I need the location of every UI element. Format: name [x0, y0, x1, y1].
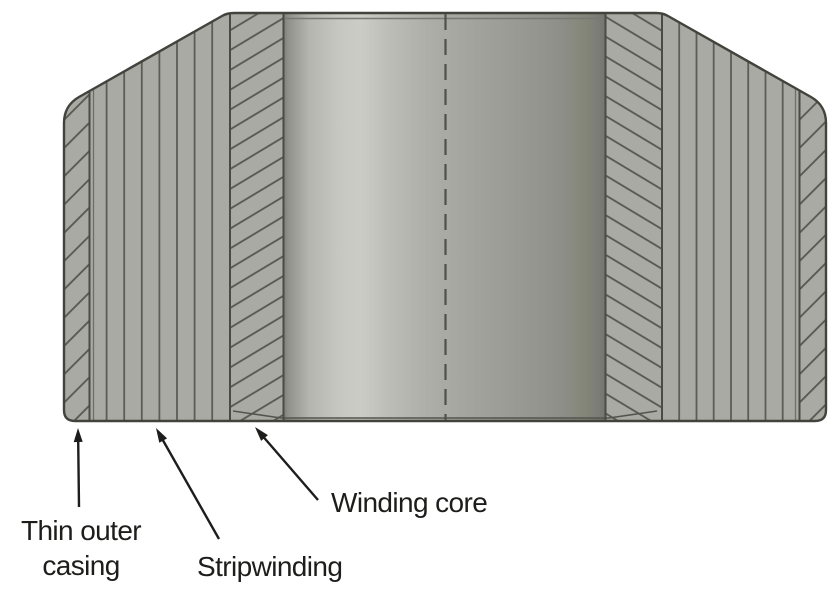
thin-outer-casing-left-region: [64, 13, 90, 421]
arrow-stripwinding: [156, 428, 221, 540]
label-thin-outer-casing-line2: casing: [42, 550, 120, 581]
winding-core-left-region: [230, 13, 284, 421]
bore-bottom-chamfer-right: [608, 410, 658, 419]
bore-bottom-chamfer-left: [232, 410, 282, 419]
label-thin-outer-casing: Thin outer casing: [6, 513, 156, 583]
arrow-winding-core: [255, 427, 319, 501]
arrow-thin-outer-casing: [73, 428, 83, 508]
winding-core-right-region: [605, 13, 662, 421]
annotation-arrows: [73, 427, 319, 540]
label-thin-outer-casing-line1: Thin outer: [20, 515, 142, 546]
part-outline: [62, 11, 828, 423]
label-stripwinding: Stripwinding: [197, 551, 343, 582]
label-winding-core: Winding core: [331, 487, 488, 518]
thin-outer-casing-right-region: [799, 13, 826, 421]
